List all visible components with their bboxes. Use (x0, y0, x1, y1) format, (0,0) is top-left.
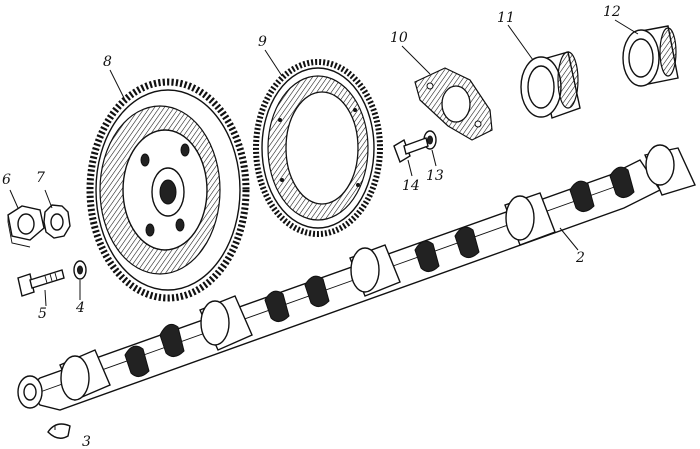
leader-lines (9, 19, 639, 430)
label-2: 2 (575, 250, 585, 266)
washer-4 (73, 260, 87, 280)
camshaft-gear-8 (86, 78, 250, 302)
bushing-11 (520, 51, 581, 119)
nut-6 (7, 205, 45, 248)
label-10: 10 (390, 30, 408, 46)
ring-gear-9 (253, 59, 383, 237)
bushing-12 (622, 25, 679, 87)
label-8: 8 (103, 54, 112, 70)
label-12: 12 (603, 4, 621, 20)
label-7: 7 (36, 170, 45, 186)
thrust-plate-10 (414, 67, 493, 141)
camshaft (17, 144, 696, 411)
bolt-5 (17, 269, 65, 297)
lock-washer-7 (43, 204, 71, 239)
woodruff-key (47, 423, 71, 439)
label-4: 4 (75, 300, 85, 316)
label-9: 9 (258, 34, 267, 50)
label-5: 5 (38, 306, 47, 322)
bolt-14 (393, 137, 429, 164)
label-6: 6 (2, 172, 11, 188)
label-14: 14 (402, 178, 420, 194)
label-13: 13 (426, 168, 444, 184)
label-3: 3 (82, 434, 91, 449)
label-11: 11 (497, 10, 515, 26)
